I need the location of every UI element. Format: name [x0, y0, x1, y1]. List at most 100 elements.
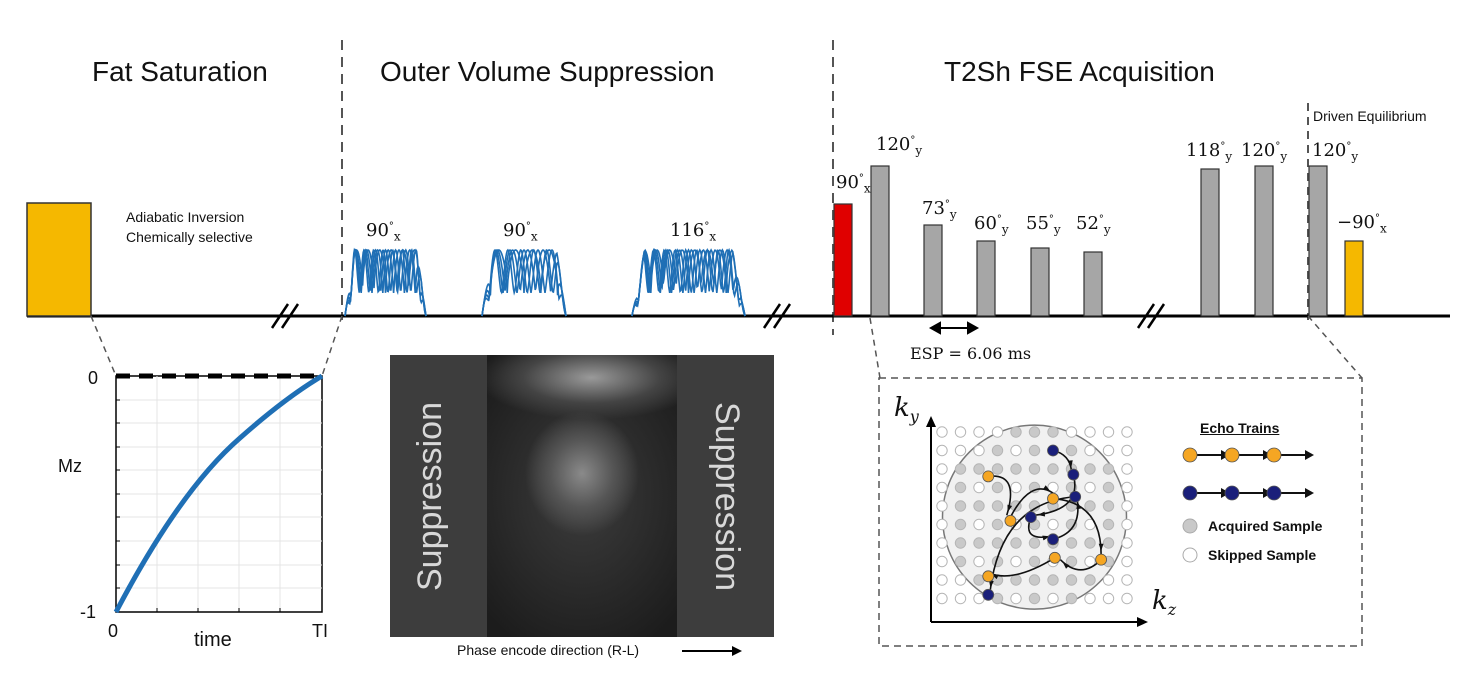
mri-anatomy: [487, 355, 677, 637]
fat-sat-pulse: [26, 202, 92, 317]
kspace-sample: [1010, 592, 1022, 605]
kspace-sample: [1121, 444, 1133, 457]
phase-encode-caption: Phase encode direction (R-L): [457, 642, 640, 658]
kspace-sample: [1084, 500, 1096, 512]
kspace-sample: [1065, 426, 1078, 438]
mz-ytick-bottom: -1: [80, 602, 97, 622]
kspace-sample: [1010, 537, 1022, 549]
outer-volume-suppression-title: Outer Volume Suppression: [380, 56, 715, 87]
zoom-line-fse-left: [869, 317, 881, 379]
kspace-sample: [1084, 481, 1096, 494]
kspace-sample: [954, 518, 967, 531]
refocus-pulse-6: [1200, 168, 1220, 317]
excite-label: 90°x: [836, 172, 871, 196]
refocus-label-1: 120°y: [876, 134, 923, 158]
kspace-sample: [954, 444, 967, 457]
refocus-label-4: 55°y: [1026, 213, 1061, 237]
kspace-sample: [954, 500, 967, 512]
navy-sample: [1024, 511, 1037, 523]
echo-trajectory: [989, 495, 1076, 592]
kspace-sample: [1028, 537, 1041, 549]
kspace-sample: [1065, 592, 1078, 605]
esp-label: ESP = 6.06 ms: [910, 344, 1032, 363]
axis-break-1: [270, 303, 300, 329]
refocus-label-5: 52°y: [1076, 213, 1111, 237]
kspace-sample: [954, 555, 967, 568]
kspace-sample: [1028, 463, 1041, 475]
zoom-line-fatsat-left: [90, 315, 117, 377]
kspace-sample: [991, 444, 1004, 457]
kspace-sample: [1121, 481, 1133, 494]
kspace-sample: [936, 481, 948, 494]
kspace-sample: [1121, 426, 1133, 438]
kspace-sample: [1047, 592, 1059, 605]
kspace-sample: [1102, 426, 1115, 438]
kspace-sample: [1065, 574, 1078, 586]
kspace-sample: [1047, 518, 1059, 531]
kspace-sample: [1102, 463, 1115, 475]
kspace-sample: [991, 463, 1004, 475]
kspace-sample: [1028, 592, 1041, 605]
refocus-pulse-5: [1083, 251, 1103, 317]
kspace-sample: [954, 574, 967, 586]
refocus-label-6: 118°y: [1186, 140, 1233, 164]
legend-orange-train: [1182, 447, 1314, 463]
zoom-line-fse-right: [1307, 315, 1363, 379]
ky-axis-label: ky: [894, 393, 919, 427]
axis-break-3: [1136, 303, 1166, 329]
fse-acquisition-title: T2Sh FSE Acquisition: [944, 56, 1215, 87]
kspace-sample: [1121, 500, 1133, 512]
kspace-sample: [1028, 574, 1041, 586]
zoom-line-fatsat-right: [321, 315, 343, 377]
kspace-sample: [973, 463, 985, 475]
kspace-sample: [1084, 463, 1096, 475]
kspace-sample: [991, 481, 1004, 494]
kspace-sample: [936, 574, 948, 586]
navy-sample: [1067, 468, 1080, 481]
kspace-sample: [973, 537, 985, 549]
ovs-pulse-label-1: 90°x: [366, 220, 401, 244]
legend-skipped-label: Skipped Sample: [1208, 547, 1317, 563]
kspace-sample: [1010, 481, 1022, 494]
kspace-sample: [1028, 555, 1041, 568]
driven-equilibrium-label: Driven Equilibrium: [1313, 108, 1427, 124]
kspace-sample: [1121, 518, 1133, 531]
suppression-label-left: Suppression: [411, 401, 450, 592]
mz-xlabel: time: [194, 629, 232, 651]
refocus-label-7: 120°y: [1241, 140, 1288, 164]
navy-sample: [1047, 444, 1059, 457]
kspace-sample: [1084, 555, 1096, 568]
orange-sample: [982, 470, 995, 483]
kspace-sample: [1121, 592, 1133, 605]
kspace-sample: [1065, 555, 1078, 568]
kspace-sample: [1121, 537, 1133, 549]
mz-ylabel: Mz: [58, 456, 82, 476]
kspace-sample: [973, 426, 985, 438]
ovs-pulse-1: [344, 247, 427, 317]
kspace-sample: [1028, 426, 1041, 438]
ovs-pulse-label-3: 116°x: [670, 220, 717, 244]
kspace-sample: [1084, 592, 1096, 605]
orange-sample: [1095, 553, 1107, 566]
axis-break-2: [762, 303, 792, 329]
kspace-sample: [1102, 518, 1115, 531]
kspace-sample: [1010, 574, 1022, 586]
kspace-sample: [1028, 444, 1041, 457]
kspace-sample: [936, 426, 948, 438]
kspace-sample: [1084, 537, 1096, 549]
kspace-sample: [1010, 426, 1022, 438]
phase-encode-arrow: [682, 646, 742, 656]
kspace-sample: [954, 426, 967, 438]
kspace-sample: [936, 592, 948, 605]
mz-recovery-curve: [113, 373, 324, 614]
kspace-sample: [954, 537, 967, 549]
kspace-sample: [1102, 592, 1115, 605]
ovs-pulse-group: [344, 247, 746, 317]
fat-sat-label-2: Chemically selective: [126, 229, 253, 245]
kspace-sample: [973, 500, 985, 512]
mz-xtick-right: TI: [312, 621, 328, 641]
kspace-sample: [991, 500, 1004, 512]
kspace-sample: [1102, 537, 1115, 549]
orange-sample: [1004, 514, 1017, 527]
